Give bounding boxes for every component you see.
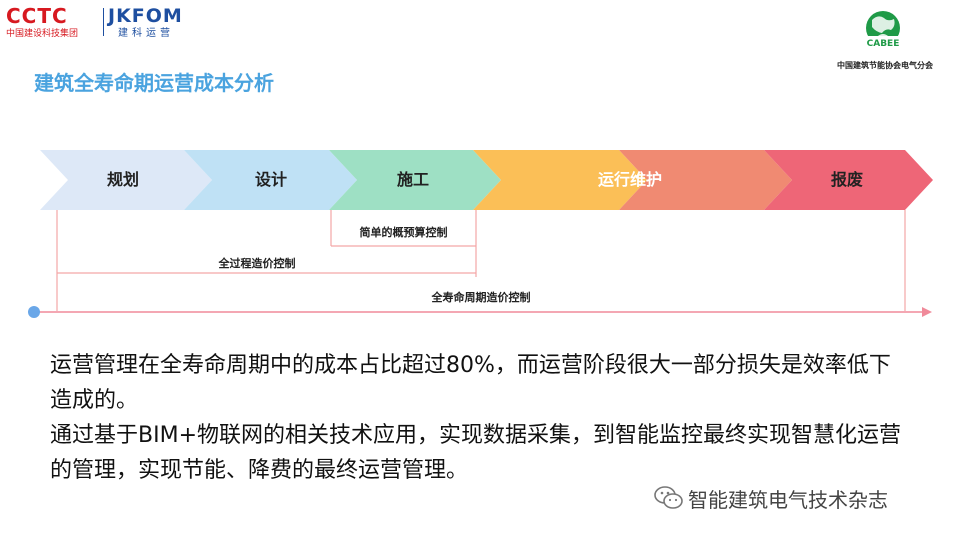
watermark-text: 智能建筑电气技术杂志 <box>688 488 888 512</box>
stage-label-design: 设计 <box>254 170 287 189</box>
jkfom-logo-text: JKFOM <box>108 5 183 27</box>
stage-chevron-operation-a <box>473 150 647 210</box>
bracket-label-budget-control: 简单的概预算控制 <box>359 226 448 239</box>
wechat-icon <box>654 486 683 509</box>
cabee-logo-text: CABEE <box>867 39 900 49</box>
stage-label-operation: 运行维护 <box>597 170 662 189</box>
stage-chevron-operation-b <box>619 150 792 210</box>
body-paragraph-1: 运营管理在全寿命周期中的成本占比超过80%，而运营阶段很大一部分损失是效率低下造… <box>50 353 891 413</box>
bracket-process-cost-control <box>56 210 477 311</box>
cabee-org-name: 中国建筑节能协会电气分会 <box>837 61 933 70</box>
logo-divider <box>103 8 104 36</box>
cabee-logo: CABEE <box>862 11 904 49</box>
stage-label-scrapping: 报废 <box>830 170 863 189</box>
stage-chevron-planning <box>40 150 212 210</box>
stage-chevron-design <box>184 150 357 210</box>
stage-label-construction: 施工 <box>396 170 429 189</box>
bracket-budget-control <box>330 210 476 247</box>
stage-chevron-scrapping <box>764 150 933 210</box>
bracket-label-lifecycle-cost-control: 全寿命周期造价控制 <box>431 291 531 304</box>
cctc-logo-subtitle: 中国建设科技集团 <box>6 29 79 39</box>
wechat-watermark: 智能建筑电气技术杂志 <box>654 482 944 514</box>
body-text: 运营管理在全寿命周期中的成本占比超过80%，而运营阶段很大一部分损失是效率低下造… <box>50 348 910 488</box>
jkfom-logo: JKFOM 建科运营 <box>108 6 208 40</box>
timeline-arrowhead <box>922 307 932 317</box>
cctc-logo-text: CCTC <box>6 4 68 28</box>
stage-label-planning: 规划 <box>106 170 139 189</box>
stage-chevron-construction <box>329 150 501 210</box>
timeline-start-dot <box>28 306 40 318</box>
cctc-logo: CCTC 中国建设科技集团 <box>6 6 102 40</box>
body-paragraph-2: 通过基于BIM+物联网的相关技术应用，实现数据采集，到智能监控最终实现智慧化运营… <box>50 423 901 483</box>
page-title: 建筑全寿命期运营成本分析 <box>34 71 274 95</box>
bracket-label-process-cost-control: 全过程造价控制 <box>218 257 296 270</box>
jkfom-logo-subtitle: 建科运营 <box>118 28 174 39</box>
